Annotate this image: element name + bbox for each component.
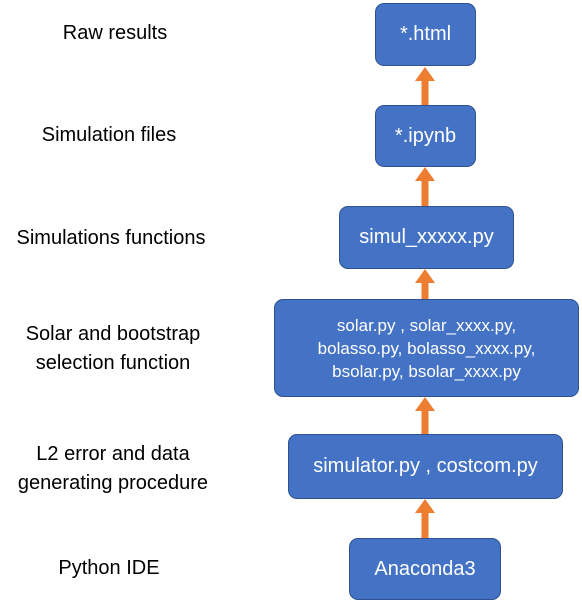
label-raw-results: Raw results (20, 19, 210, 48)
label-python-ide: Python IDE (14, 554, 204, 583)
box-solar-line-3: bsolar.py, bsolar_xxxx.py (332, 361, 521, 381)
box-solar-line-2: bolasso.py, bolasso_xxxx.py, (317, 338, 536, 358)
box-html-text: *.html (399, 23, 452, 45)
box-simul-text: simul_xxxxx.py (359, 226, 494, 248)
arrow-solar-to-simul (415, 269, 435, 299)
box-ipynb-text: *.ipynb (394, 124, 457, 147)
arrow-anaconda-to-simulator (415, 499, 435, 538)
box-ipynb: *.ipynb (375, 105, 476, 167)
label-solar-bootstrap: Solar and bootstrap selection function (8, 320, 218, 378)
label-raw-results-text: Raw results (62, 22, 168, 44)
box-html: *.html (375, 3, 476, 66)
box-anaconda: Anaconda3 (349, 538, 501, 600)
label-l2-error-line-1: L2 error and data (36, 443, 190, 465)
label-simulations-functions: Simulations functions (0, 224, 222, 253)
arrow-simulator-to-solar (415, 397, 435, 434)
label-simulations-functions-text: Simulations functions (16, 227, 206, 249)
arrow-ipynb-to-html (415, 67, 435, 105)
label-solar-bootstrap-line-2: selection function (35, 352, 191, 374)
box-solar-line-1: solar.py , solar_xxxx.py, (336, 315, 517, 335)
box-simulator: simulator.py , costcom.py (288, 434, 563, 499)
label-simulation-files-text: Simulation files (41, 124, 177, 146)
box-simul: simul_xxxxx.py (339, 206, 514, 269)
label-l2-error: L2 error and data generating procedure (8, 440, 218, 498)
label-l2-error-line-2: generating procedure (17, 472, 209, 494)
box-solar: solar.py , solar_xxxx.py, bolasso.py, bo… (274, 299, 579, 397)
arrow-simul-to-ipynb (415, 167, 435, 206)
label-simulation-files: Simulation files (14, 121, 204, 150)
box-anaconda-text: Anaconda3 (374, 557, 476, 580)
label-solar-bootstrap-line-1: Solar and bootstrap (25, 323, 201, 345)
box-simulator-text: simulator.py , costcom.py (313, 455, 538, 477)
label-python-ide-text: Python IDE (58, 557, 160, 579)
